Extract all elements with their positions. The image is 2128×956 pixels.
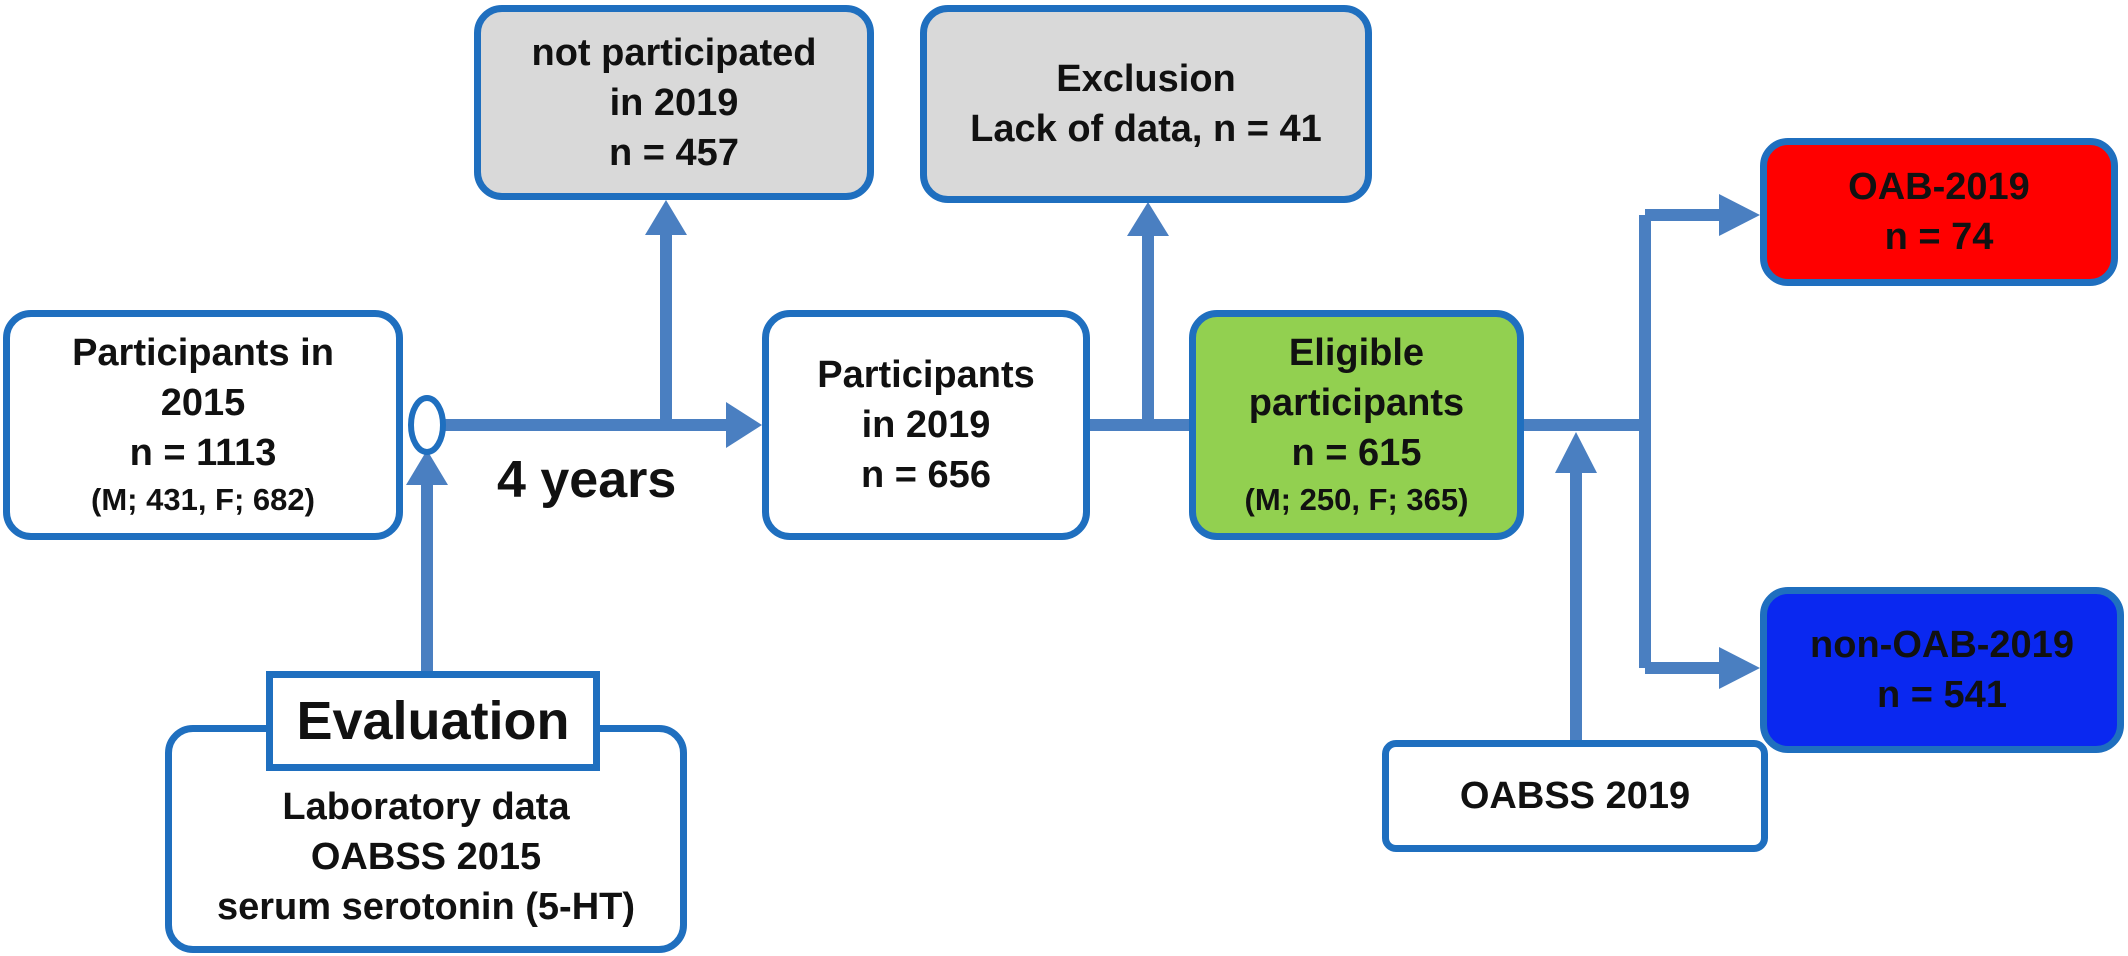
not-participated-box: not participated in 2019 n = 457 [474,5,874,200]
evaluation-line3: serum serotonin (5-HT) [216,886,636,928]
not-participated-line2: in 2019 [609,81,739,124]
eligible-count: n = 615 [1291,432,1422,474]
evaluation-line2: OABSS 2015 [310,836,542,878]
arrow-head-evaluation-up [406,450,448,485]
exclusion-box: Exclusion Lack of data, n = 41 [920,5,1372,203]
exclusion-line1: Exclusion [1056,58,1236,100]
participants-2019-count: n = 656 [861,454,991,496]
arrow-head-oabss-up [1555,432,1597,473]
participants-2019-line1: Participants [817,354,1035,396]
non-oab-2019-count: n = 541 [1877,674,2007,716]
participants-2015-line2: 2015 [160,382,246,424]
participants-2015-box: Participants in 2015 n = 1113 (M; 431, F… [3,310,403,540]
evaluation-title: Evaluation [266,671,600,771]
participants-2019-line2: in 2019 [861,404,991,446]
evaluation-line1: Laboratory data [282,786,570,828]
arrow-head-to-not-participated [645,200,687,235]
arrow-head-to-participants-2019 [726,402,762,448]
eligible-line1: Eligible [1288,332,1425,374]
participants-2015-line1: Participants in [72,332,334,374]
interval-label: 4 years [497,451,677,509]
participants-2015-count: n = 1113 [129,432,277,474]
oab-2019-label: OAB-2019 [1848,166,2030,208]
oabss-2019-label: OABSS 2019 [1459,775,1691,817]
arrow-head-to-non-oab [1719,647,1760,689]
oab-2019-box: OAB-2019 n = 74 [1760,138,2118,286]
arrow-head-to-exclusion [1127,202,1169,236]
eligible-sex-split: (M; 250, F; 365) [1244,482,1469,517]
not-participated-line1: not participated [531,31,817,74]
arrow-head-to-oab [1719,194,1760,236]
non-oab-2019-label: non-OAB-2019 [1810,624,2074,666]
participants-2015-sex-split: (M; 431, F; 682) [91,482,315,517]
not-participated-count: n = 457 [609,131,739,174]
oab-2019-count: n = 74 [1884,216,1994,258]
participants-2019-box: Participants in 2019 n = 656 [762,310,1090,540]
timeline-start-node [408,395,446,455]
non-oab-2019-box: non-OAB-2019 n = 541 [1760,587,2124,753]
exclusion-line2: Lack of data, n = 41 [970,108,1322,150]
oabss-2019-box: OABSS 2019 [1382,740,1768,852]
eligible-line2: participants [1248,382,1465,424]
eligible-participants-box: Eligible participants n = 615 (M; 250, F… [1189,310,1524,540]
